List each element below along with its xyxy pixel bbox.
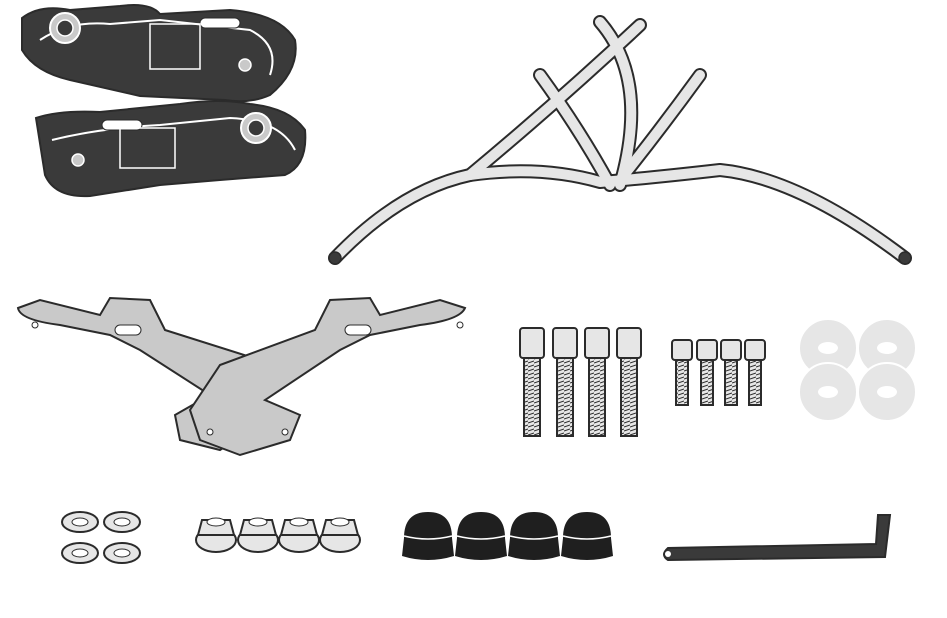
nut-cap: [561, 512, 613, 560]
flange-nut: [278, 517, 320, 553]
long-bolt: [616, 327, 642, 437]
nut-cap: [402, 512, 454, 560]
spring-washer: [103, 542, 141, 564]
short-bolt: [744, 339, 766, 406]
nut-cap: [508, 512, 560, 560]
flat-washer: [798, 362, 858, 422]
short-bolt: [671, 339, 693, 406]
spring-washers: [61, 511, 141, 564]
flat-washer: [857, 318, 917, 378]
flange-nut: [237, 517, 279, 553]
side-plate-bottom: [34, 100, 307, 198]
short-bolt: [696, 339, 718, 406]
long-bolt: [584, 327, 610, 437]
upper-frame: [328, 15, 912, 265]
flange-nuts: [195, 517, 361, 553]
short-bolt: [720, 339, 742, 406]
flat-washers: [798, 318, 917, 422]
long-bolt: [552, 327, 578, 437]
flange-nut: [195, 517, 237, 553]
side-plate-top: [21, 4, 297, 103]
nut-cap: [455, 512, 507, 560]
nut-caps: [402, 512, 613, 560]
spring-washer: [103, 511, 141, 533]
long-bolt: [519, 327, 545, 437]
hex-key: [663, 514, 892, 562]
flat-washer: [857, 362, 917, 422]
spring-washer: [61, 511, 99, 533]
x-brackets: [16, 296, 467, 457]
flange-nut: [319, 517, 361, 553]
spring-washer: [61, 542, 99, 564]
short-bolts: [671, 339, 766, 406]
long-bolts: [519, 327, 642, 437]
